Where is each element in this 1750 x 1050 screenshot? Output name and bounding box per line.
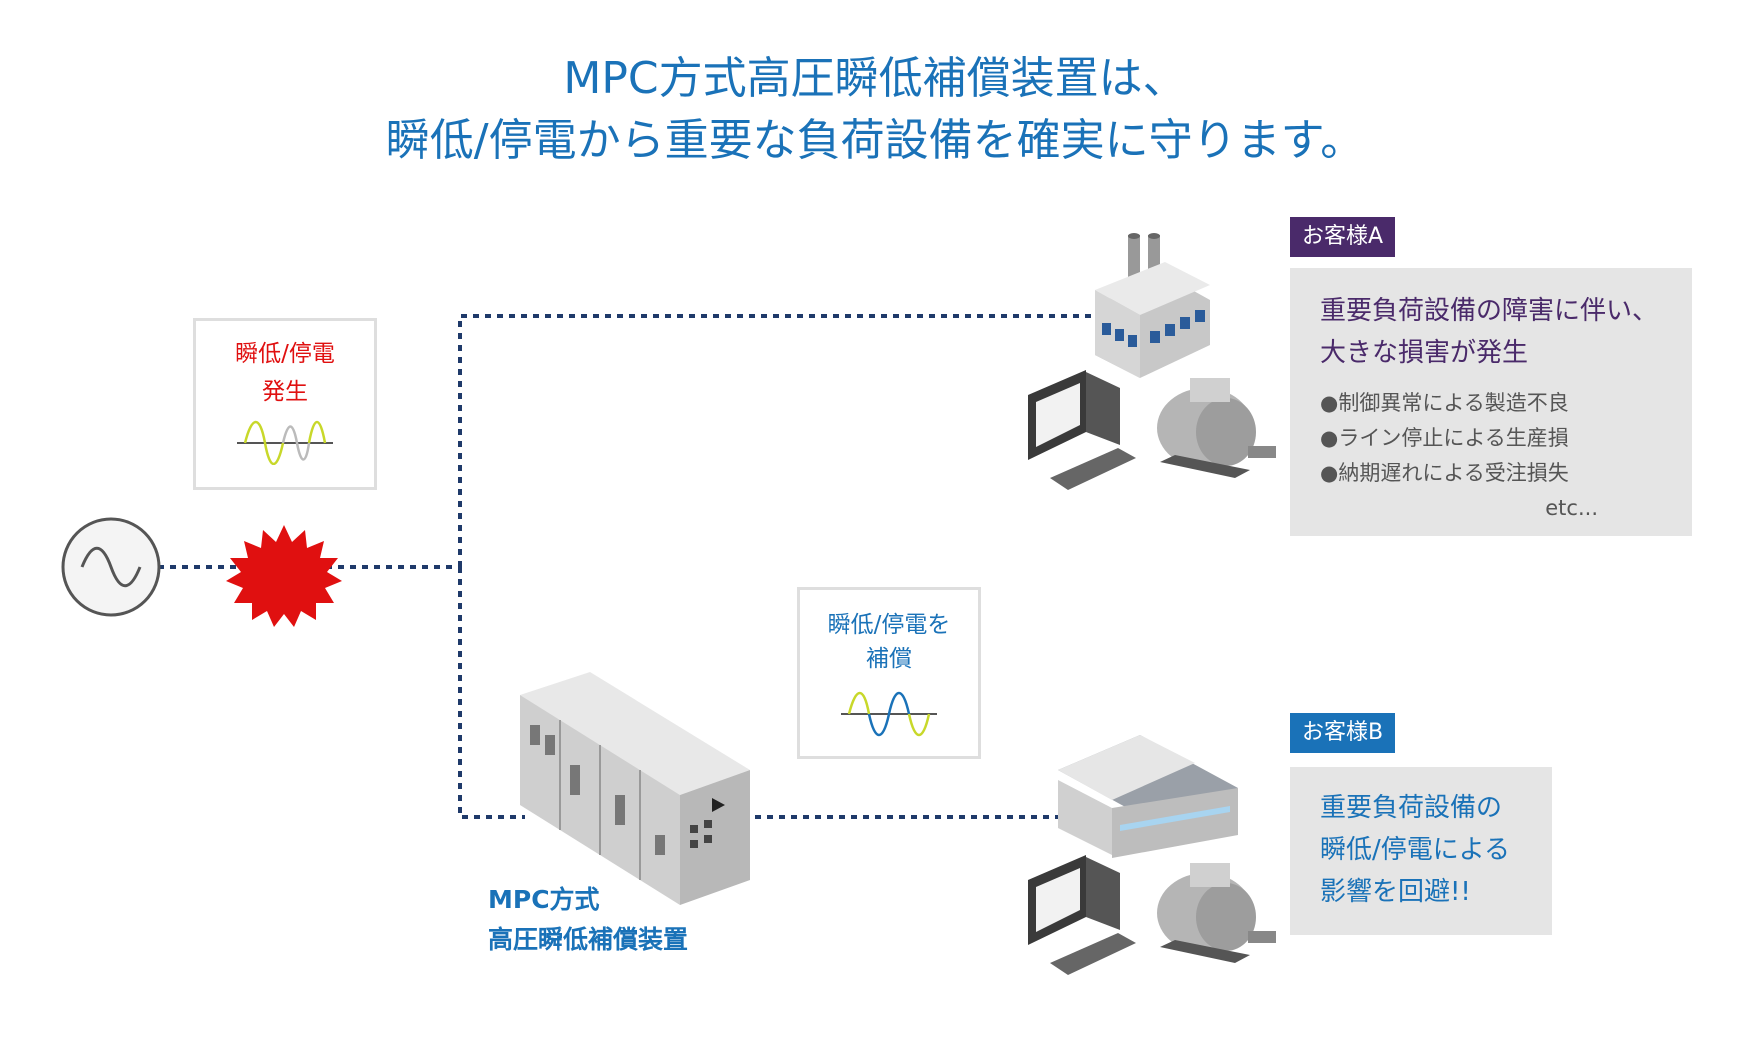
- mpc-device-icon: [520, 672, 750, 905]
- device-label-1: MPC方式: [488, 885, 600, 914]
- sag-wave-icon: [237, 420, 333, 465]
- customer-a-panel: 重要負荷設備の障害に伴い、 大きな損害が発生 ●制御異常による製造不良 ●ライン…: [1290, 268, 1692, 536]
- customer-a-item-3: ●納期遅れによる受注損失: [1320, 461, 1569, 485]
- customer-a-head-2: 大きな損害が発生: [1320, 338, 1529, 368]
- outage-label-2: 発生: [262, 379, 308, 405]
- warehouse-icon: [1058, 735, 1238, 858]
- title-line-2: 瞬低/停電から重要な負荷設備を確実に守ります。: [385, 115, 1365, 166]
- computer-icon-b: [1028, 855, 1136, 975]
- computer-icon: [1028, 370, 1136, 490]
- customer-b-tag: お客様B: [1290, 713, 1396, 753]
- compensated-wave-icon: [841, 692, 937, 736]
- outage-label-1: 瞬低/停電: [235, 341, 335, 367]
- customer-b-line-1: 重要負荷設備の: [1320, 793, 1503, 823]
- page-title: MPC方式高圧瞬低補償装置は、 瞬低/停電から重要な負荷設備を確実に守ります。: [0, 48, 1750, 172]
- customer-b-line-3: 影響を回避!!: [1320, 877, 1471, 907]
- outage-burst-icon: [226, 525, 342, 627]
- customer-a-item-1: ●制御異常による製造不良: [1320, 391, 1569, 415]
- motor-icon: [1157, 378, 1276, 478]
- customer-a-tag: お客様A: [1290, 217, 1396, 257]
- customer-a-item-2: ●ライン停止による生産損: [1320, 426, 1569, 450]
- device-label-2: 高圧瞬低補償装置: [488, 925, 689, 954]
- customer-a-etc: etc...: [1545, 496, 1598, 520]
- outage-box: 瞬低/停電 発生: [193, 318, 377, 490]
- customer-b-panel: 重要負荷設備の 瞬低/停電による 影響を回避!!: [1290, 767, 1552, 935]
- compensation-box: 瞬低/停電を 補償: [797, 587, 981, 759]
- device-label: MPC方式 高圧瞬低補償装置: [488, 880, 688, 960]
- comp-label-1: 瞬低/停電を: [827, 612, 951, 638]
- motor-icon-b: [1157, 863, 1276, 963]
- customer-a-head-1: 重要負荷設備の障害に伴い、: [1320, 296, 1659, 326]
- title-line-1: MPC方式高圧瞬低補償装置は、: [563, 53, 1187, 104]
- factory-icon: [1095, 233, 1210, 378]
- comp-label-2: 補償: [866, 646, 912, 672]
- customer-b-line-2: 瞬低/停電による: [1320, 835, 1510, 865]
- ac-source-icon: [61, 517, 161, 617]
